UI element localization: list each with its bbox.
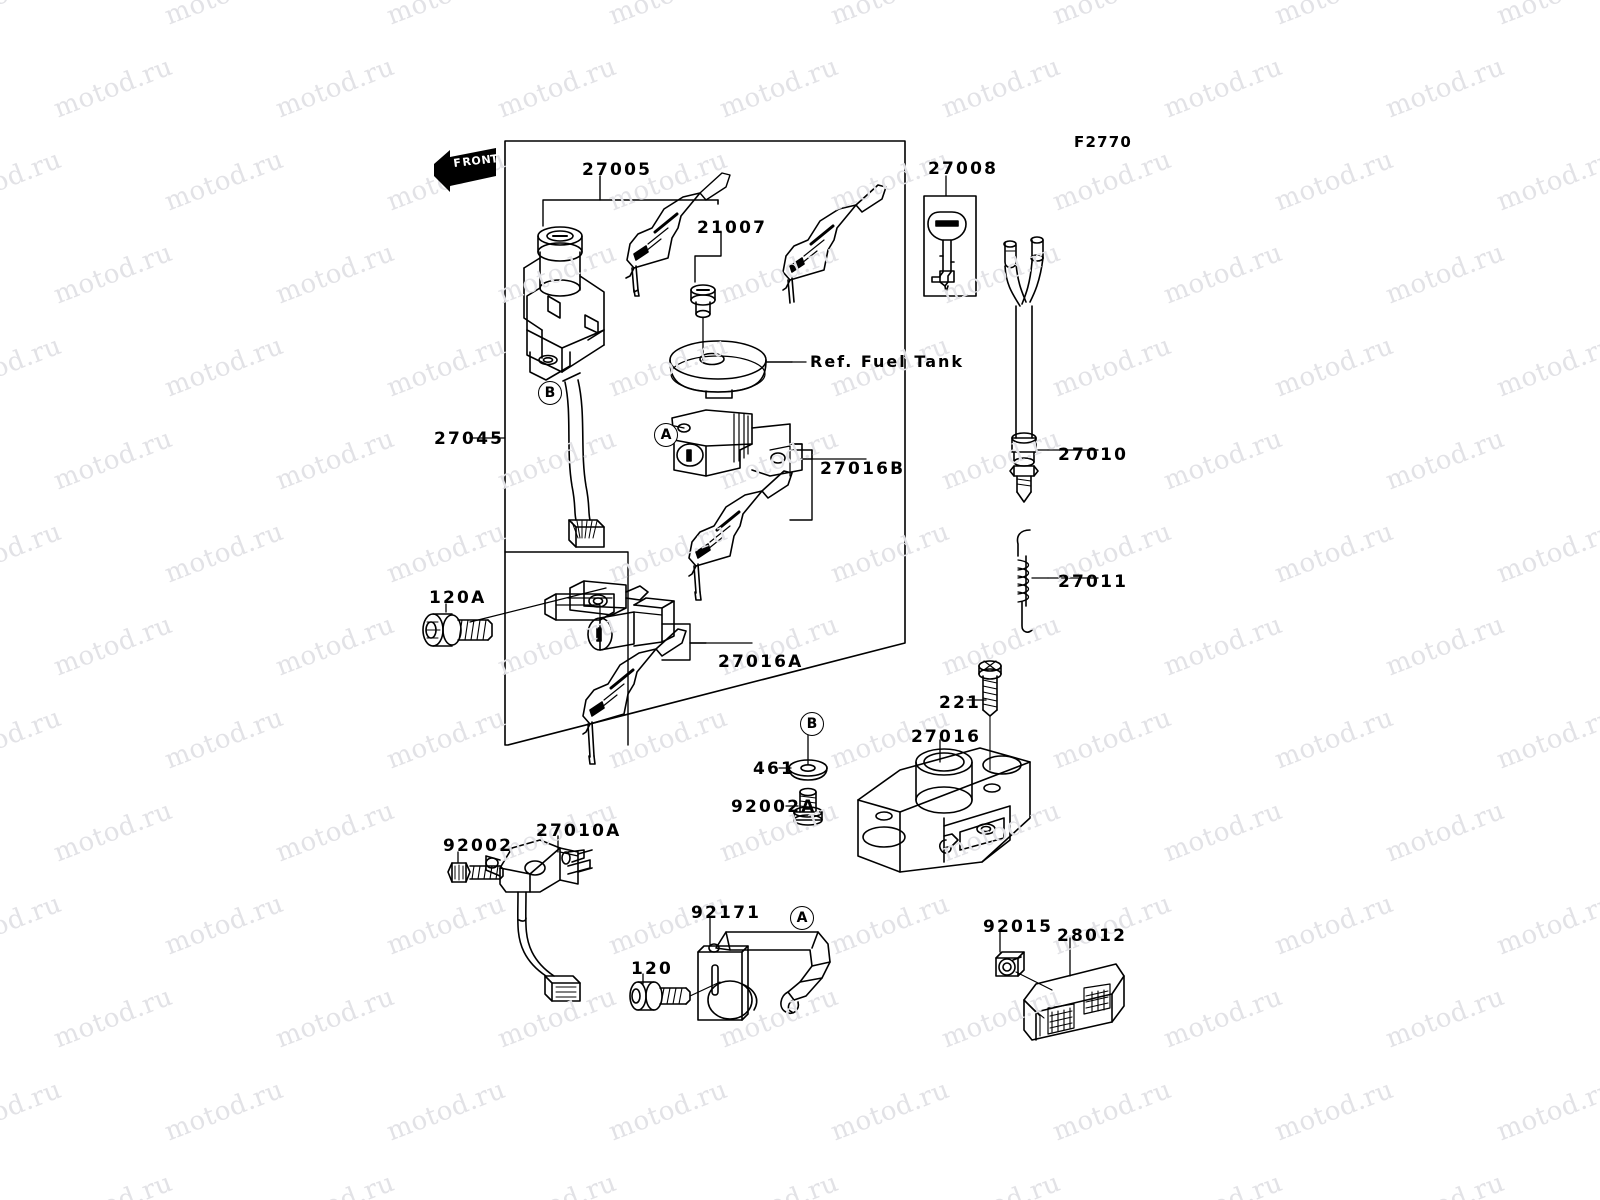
marker-b-upper: B bbox=[538, 381, 562, 405]
callout-28012: 28012 bbox=[1057, 926, 1128, 946]
marker-a-upper: A bbox=[654, 423, 678, 447]
part-21007-fuel-cap-screw bbox=[690, 231, 722, 361]
callout-27016b: 27016B bbox=[820, 459, 906, 479]
part-27016a-key bbox=[582, 628, 687, 765]
marker-a-lower: A bbox=[790, 906, 814, 930]
part-27011-spring bbox=[1016, 529, 1049, 633]
callout-120a: 120A bbox=[429, 588, 487, 608]
callout-27005: 27005 bbox=[582, 160, 653, 180]
diagram-code: F2770 bbox=[1074, 133, 1132, 151]
part-120a-socket-bolt bbox=[422, 603, 493, 647]
callout-27010: 27010 bbox=[1058, 445, 1129, 465]
svg-text:R: R bbox=[462, 155, 473, 169]
callout-120: 120 bbox=[631, 959, 674, 979]
ref-fuel-tank-cap bbox=[669, 340, 793, 399]
subgroup-box-27016a bbox=[504, 551, 629, 746]
callout-27016: 27016 bbox=[911, 727, 982, 747]
callout-221: 221 bbox=[939, 693, 982, 713]
part-92002-bolt bbox=[447, 851, 504, 883]
callout-27008: 27008 bbox=[928, 159, 999, 179]
part-27016b-lock-cylinder bbox=[664, 409, 813, 521]
callout-27016a: 27016A bbox=[718, 652, 804, 672]
callout-92002: 92002 bbox=[443, 836, 514, 856]
part-92015-nut bbox=[995, 929, 1053, 991]
callout-461: 461 bbox=[753, 759, 796, 779]
callout-92015: 92015 bbox=[983, 917, 1054, 937]
callout-92171: 92171 bbox=[691, 903, 762, 923]
svg-text:N: N bbox=[481, 153, 492, 167]
part-27005-ignition-switch bbox=[523, 175, 719, 548]
part-27016-lock-bracket bbox=[857, 739, 1031, 873]
part-120-socket-bolt bbox=[629, 973, 721, 1011]
callout-27045: 27045 bbox=[434, 429, 505, 449]
part-92002a-bolt bbox=[785, 787, 823, 826]
callout-27011: 27011 bbox=[1058, 572, 1129, 592]
part-27016b-key bbox=[688, 470, 793, 601]
part-27008-key-blank bbox=[923, 175, 977, 297]
leader-lines bbox=[469, 361, 1099, 644]
ref-fuel-tank-label: Ref. Fuel Tank bbox=[810, 352, 965, 371]
callout-92002a: 92002A bbox=[731, 797, 817, 817]
part-221-screw bbox=[966, 660, 1002, 771]
svg-text:O: O bbox=[471, 154, 482, 168]
part-92171-clamp-bracket bbox=[697, 917, 831, 1021]
part-28012-horn bbox=[1023, 937, 1125, 1041]
svg-text:F: F bbox=[453, 156, 462, 170]
part-27010a-switch-assembly bbox=[485, 835, 593, 1002]
svg-text:T: T bbox=[490, 152, 498, 166]
part-27005-key-2 bbox=[782, 184, 887, 304]
front-direction-marker: F R O N T bbox=[434, 148, 498, 192]
part-27010-neutral-switch bbox=[1003, 236, 1049, 503]
callout-21007: 21007 bbox=[697, 218, 768, 238]
callout-27010a: 27010A bbox=[536, 821, 622, 841]
part-27005-key-1 bbox=[625, 172, 731, 297]
part-27016a-helmet-lock bbox=[469, 580, 707, 661]
marker-b-lower: B bbox=[800, 712, 824, 736]
